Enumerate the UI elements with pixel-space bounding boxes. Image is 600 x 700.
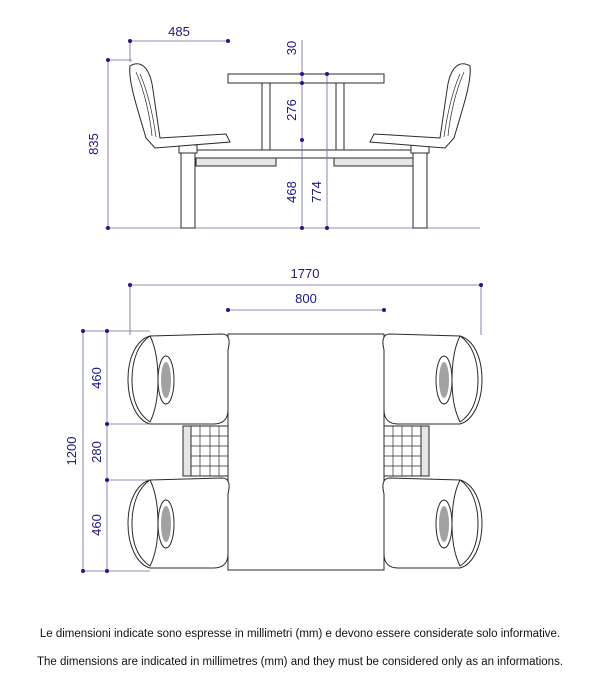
chair-right-back-line-2 xyxy=(443,73,461,138)
dim-seat-depth-upper: 460 xyxy=(89,367,104,389)
dim-overall-depth: 1200 xyxy=(64,437,79,466)
dim-top-thickness: 30 xyxy=(284,41,299,55)
chair-left-side xyxy=(129,63,231,149)
note-italian: Le dimensioni indicate sono espresse in … xyxy=(39,628,561,640)
side-view: 485 835 30 276 468 774 xyxy=(86,24,480,230)
chair-plan-top-right xyxy=(382,333,483,425)
dim-seat-gap: 280 xyxy=(89,441,104,463)
table-top-side xyxy=(227,73,385,84)
frame-beam xyxy=(187,149,419,159)
dim-seat-depth-lower: 460 xyxy=(89,514,104,536)
footrest-grid-left xyxy=(182,425,229,477)
dim-seat-spacing: 485 xyxy=(168,24,190,39)
dim-overall-length: 1770 xyxy=(291,266,320,281)
chair-plan-bottom-left xyxy=(127,477,230,569)
plan-view: 1770 800 xyxy=(64,266,483,573)
dim-seat-height: 468 xyxy=(284,181,299,203)
table-top-plan xyxy=(227,333,385,571)
pedestal-left xyxy=(180,149,196,229)
chair-right-side xyxy=(369,63,471,149)
footrest-right xyxy=(333,157,415,167)
dim-top-to-frame: 276 xyxy=(284,99,299,121)
dim-table-width: 800 xyxy=(295,291,317,306)
chair-left-back-line-2 xyxy=(139,73,157,138)
chair-plan-bottom-right xyxy=(382,477,483,569)
chair-left-back-line xyxy=(135,71,153,137)
dim-table-height: 774 xyxy=(309,181,324,203)
note-english: The dimensions are indicated in millimet… xyxy=(36,656,564,668)
chair-plan-top-left xyxy=(127,333,230,425)
footrest-grid-right xyxy=(383,425,430,477)
pedestal-right xyxy=(412,149,428,229)
chair-right-back-line xyxy=(447,71,465,137)
footrest-left xyxy=(195,157,277,167)
dim-overall-height: 835 xyxy=(86,133,101,155)
